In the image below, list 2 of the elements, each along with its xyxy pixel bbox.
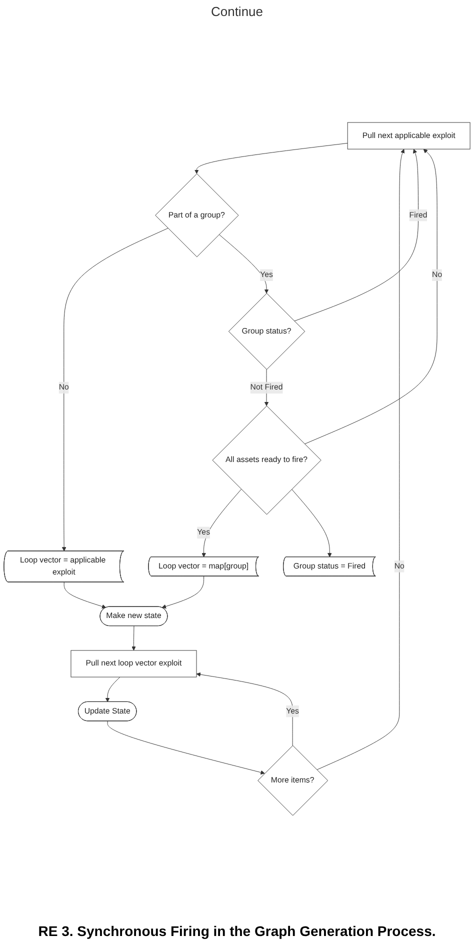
note-text: Continue — [210, 4, 264, 19]
figure-caption: RE 3. Synchronous Firing in the Graph Generation Process. — [37, 922, 437, 941]
